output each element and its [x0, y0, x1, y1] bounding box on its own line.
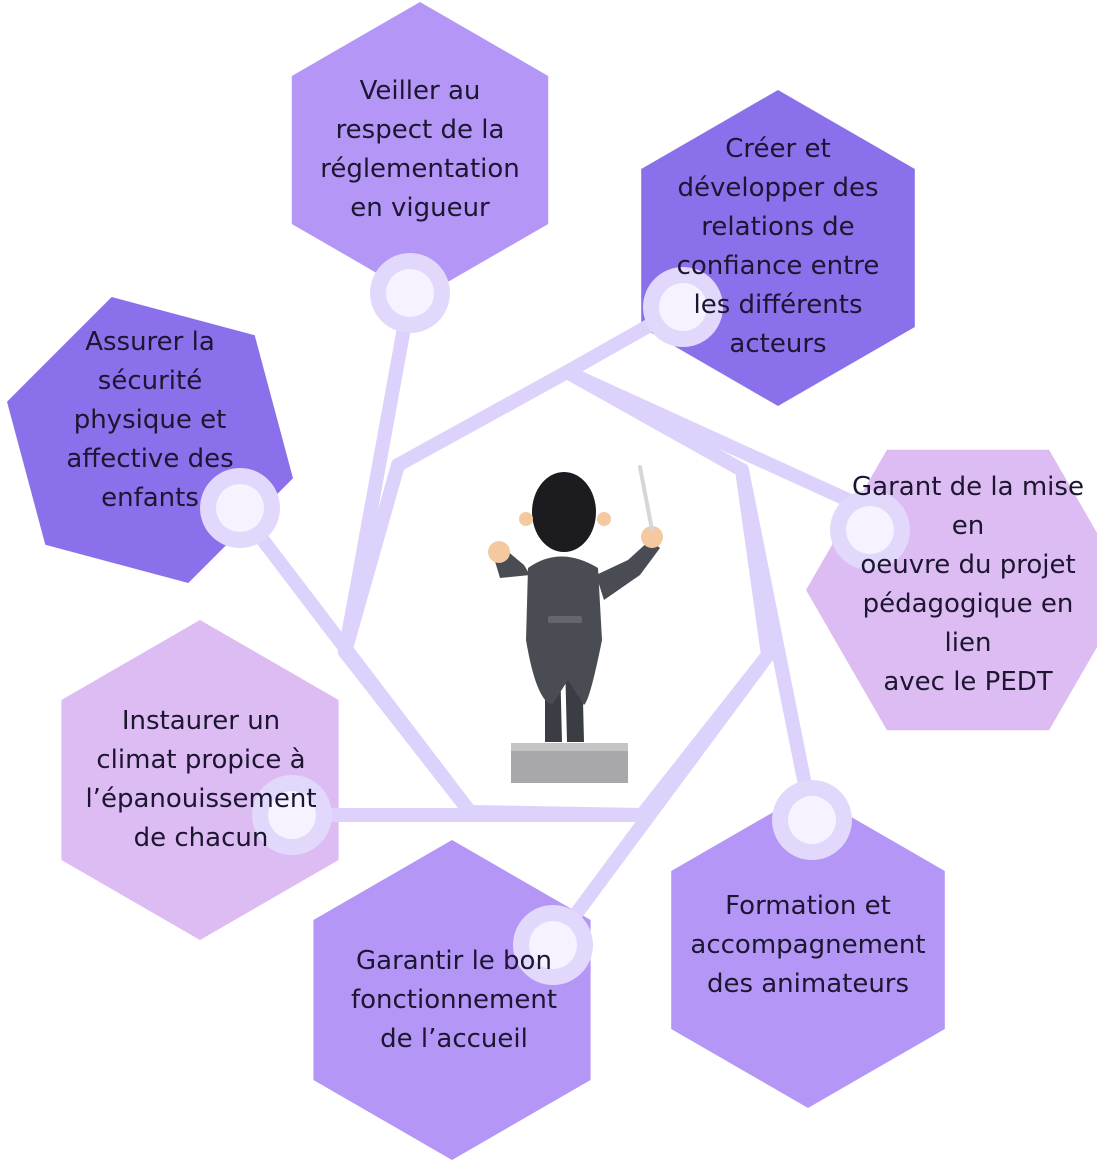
connector-node-climat — [252, 775, 332, 855]
connector-spoke-fonctionnement — [546, 648, 775, 952]
connector-node-reglementation — [370, 253, 450, 333]
conductor-with-baton-icon — [488, 465, 663, 742]
center-figure — [488, 465, 663, 783]
connector-layer — [233, 288, 877, 952]
hexagon-projet — [806, 449, 1097, 731]
hexagon-fonctionnement — [313, 840, 591, 1160]
connector-spoke-securite — [233, 503, 477, 819]
connector-spoke-projet — [560, 365, 877, 517]
connector-node-formation — [772, 780, 852, 860]
hexagon-reglementation — [291, 2, 549, 298]
hexagon-climat — [61, 620, 339, 940]
connector-spoke-formation — [735, 463, 819, 827]
connector-pent-top-left — [391, 365, 574, 472]
connector-node-projet — [830, 490, 910, 570]
podium-icon — [511, 743, 628, 783]
hexagon-formation — [671, 792, 945, 1108]
connector-node-relations — [643, 267, 723, 347]
connector-node-securite — [200, 468, 280, 548]
node-layer — [200, 253, 910, 985]
hexagon-relations — [641, 90, 915, 406]
connector-node-fonctionnement — [513, 905, 593, 985]
connector-spoke-reglementation — [338, 288, 417, 659]
